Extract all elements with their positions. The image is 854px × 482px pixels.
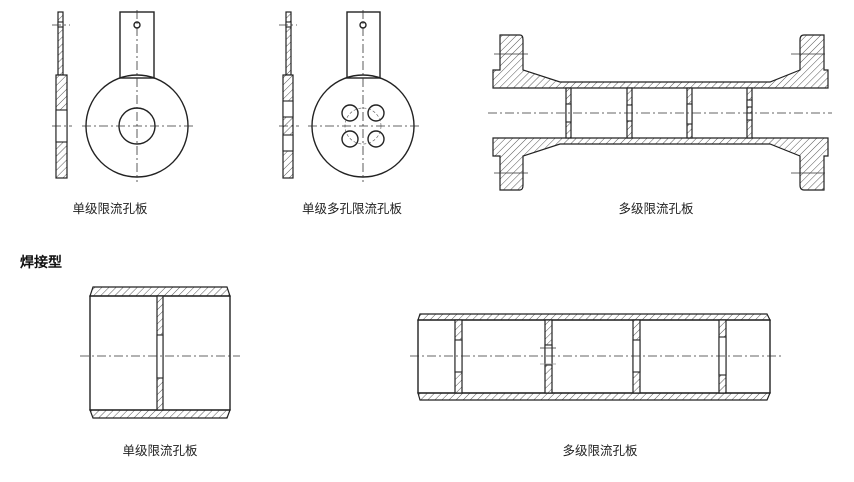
label-flanged-multi-hole: 单级多孔限流孔板 — [302, 201, 403, 216]
welded-single-drawing — [80, 286, 240, 419]
label-welded-multi-stage: 多级限流孔板 — [562, 443, 638, 458]
label-flanged-multi-stage: 多级限流孔板 — [618, 201, 694, 216]
flanged-multi-stage-drawing — [488, 34, 832, 191]
label-flanged-single: 单级限流孔板 — [72, 201, 148, 216]
section-title-welded: 焊接型 — [20, 254, 62, 271]
welded-multi-stage-drawing — [410, 313, 782, 401]
single-orifice-plate-drawing — [52, 10, 193, 182]
multi-hole-orifice-plate-drawing — [279, 10, 420, 182]
label-welded-single: 单级限流孔板 — [122, 443, 198, 458]
